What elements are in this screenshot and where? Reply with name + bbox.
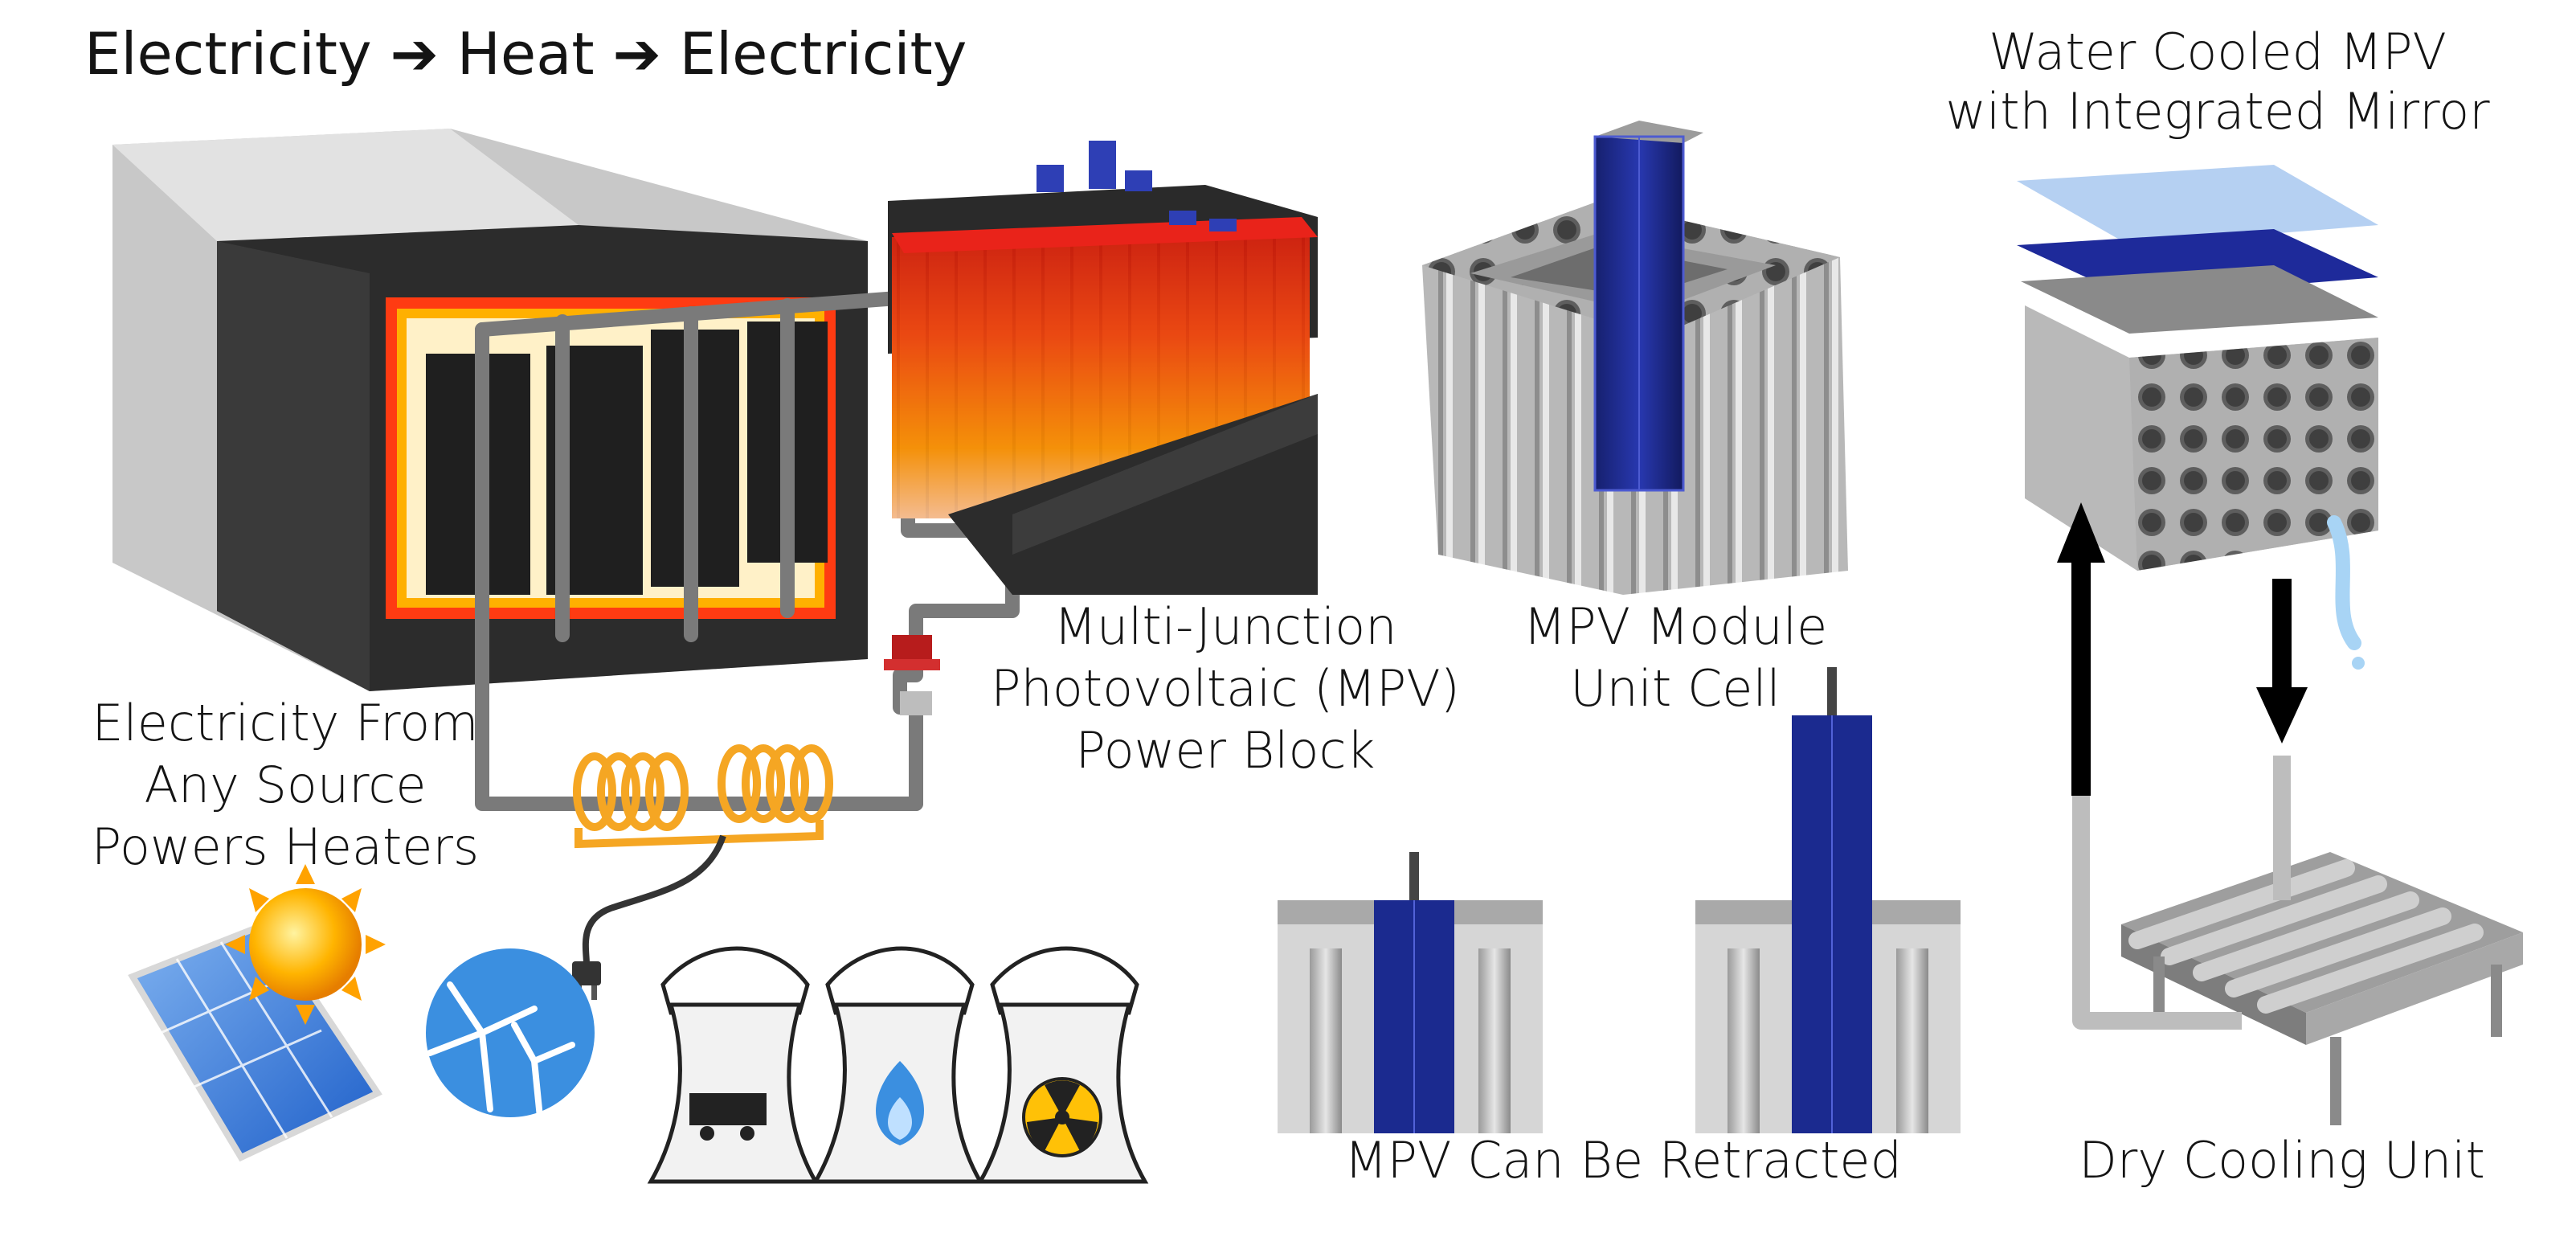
- label-line: Powers Heaters: [91, 817, 480, 876]
- title-part-3: Electricity: [679, 20, 967, 88]
- nuclear-plant-icon: [976, 946, 1149, 1184]
- thermal-storage-block: [112, 129, 868, 691]
- wind-turbine-icon: [426, 948, 595, 1120]
- label-line: Electricity From: [92, 694, 479, 752]
- title-part-1: Electricity: [84, 20, 372, 88]
- diagram-title: Electricity ➔ Heat ➔ Electricity: [84, 20, 967, 88]
- mpv-unit-cell: [1422, 121, 1848, 595]
- coal-plant-icon: [647, 946, 820, 1184]
- label-heaters: Electricity From Any Source Powers Heate…: [44, 693, 526, 879]
- label-line: Multi-Junction: [1053, 597, 1397, 656]
- heater-coil-icon: [573, 744, 833, 849]
- dry-cooling-unit: [2072, 756, 2523, 1125]
- arrow-right-icon: ➔: [390, 20, 439, 88]
- label-retracted: MPV Can Be Retracted: [1344, 1131, 1902, 1190]
- label-unit-cell: MPV Module Unit Cell: [1490, 596, 1860, 720]
- label-line: MPV Module: [1523, 597, 1828, 656]
- label-water-cooled: Water Cooled MPV with Integrated Mirror: [1896, 23, 2539, 142]
- valve-icon: [884, 635, 940, 715]
- gas-plant-icon: [812, 946, 984, 1184]
- label-line: Any Source: [144, 755, 427, 814]
- label-dry-cooling: Dry Cooling Unit: [2079, 1131, 2485, 1190]
- sun-icon: [225, 864, 386, 1025]
- title-part-2: Heat: [456, 20, 595, 88]
- label-line: Photovoltaic (MPV): [991, 658, 1460, 718]
- water-cooled-mpv: [2017, 165, 2378, 670]
- mpv-retract-view-2: [1695, 667, 1961, 1133]
- label-line: Water Cooled MPV: [1989, 23, 2447, 81]
- label-mpv-power-block: Multi-Junction Photovoltaic (MPV) Power …: [952, 596, 1499, 782]
- label-line: Power Block: [1075, 720, 1376, 780]
- label-line: with Integrated Mirror: [1945, 82, 2490, 141]
- arrow-right-icon: ➔: [612, 20, 661, 88]
- mpv-retract-view-1: [1278, 852, 1543, 1133]
- mpv-power-block: [888, 141, 1318, 595]
- flow-arrows: [2057, 502, 2308, 796]
- label-line: Unit Cell: [1570, 658, 1781, 718]
